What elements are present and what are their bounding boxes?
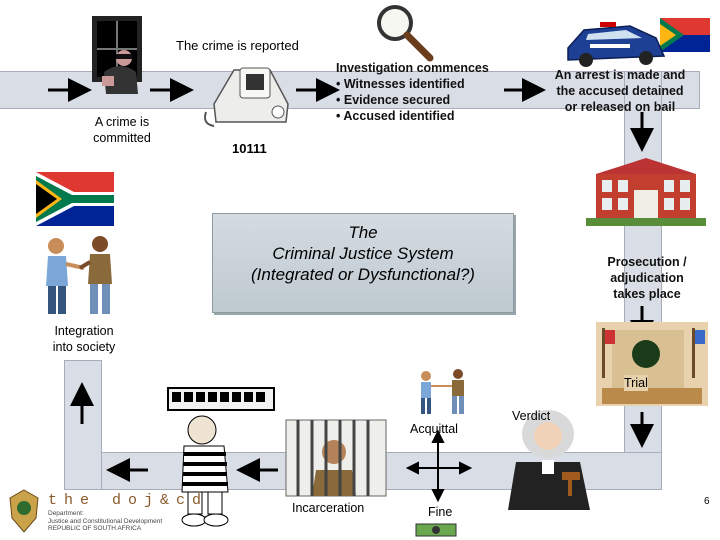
telephone-icon [204,67,289,127]
trial-label: Trial [624,375,648,391]
acquittal-label: Acquittal [410,422,458,436]
flag-icon [36,172,114,226]
arrest-label: An arrest is made and the accused detain… [554,68,686,114]
people-icon [46,236,112,314]
center-line-1: The [348,223,378,242]
jail-icon [285,419,387,497]
money-icon [415,523,457,537]
incarceration-label: Incarceration [292,501,365,515]
trial-icon [596,322,708,406]
crime-committed-label: A crime is committed [93,115,151,145]
prisoner-icon [167,387,275,527]
center-box: The Criminal Justice System (Integrated … [212,213,514,313]
investigation-title: Investigation commences [336,61,489,75]
road-left [64,360,102,490]
people-icon [421,369,464,414]
crime-reported-label: The crime is reported [176,38,299,53]
phone-number-label: 10111 [232,141,267,156]
burglar-icon [92,16,142,94]
police-car-icon [567,18,710,67]
center-line-2: Criminal Justice System [272,244,454,263]
logo-text: the doj&cd [48,492,209,509]
courthouse-icon [586,158,706,226]
investigation-box: Investigation commences • Witnesses iden… [336,60,512,124]
center-line-3: (Integrated or Dysfunctional?) [251,265,475,284]
coat-of-arms-icon [9,489,39,533]
magnifier-icon [377,5,434,62]
investigation-item: • Witnesses identified [336,77,465,91]
judge-icon [508,410,590,510]
logo-subtext: Department: Justice and Constitutional D… [48,510,163,532]
investigation-item: • Evidence secured [336,93,451,107]
prosecution-label: Prosecution / adjudication takes place [607,255,687,301]
fine-label: Fine [428,505,453,519]
verdict-label: Verdict [512,409,551,423]
page-number: 6 [704,496,710,507]
integration-label: Integration into society [52,324,116,354]
investigation-item: • Accused identified [336,109,455,123]
